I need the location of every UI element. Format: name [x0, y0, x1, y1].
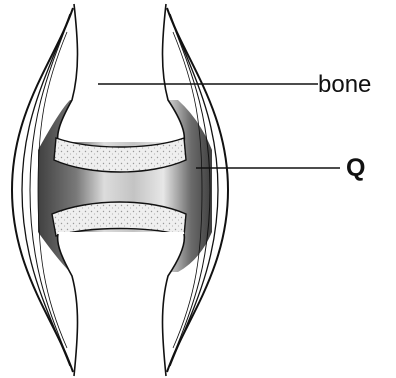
upper-bone	[58, 4, 185, 142]
bone-label: bone	[318, 71, 371, 98]
lower-bone	[58, 232, 185, 376]
q-label: Q	[346, 154, 365, 182]
